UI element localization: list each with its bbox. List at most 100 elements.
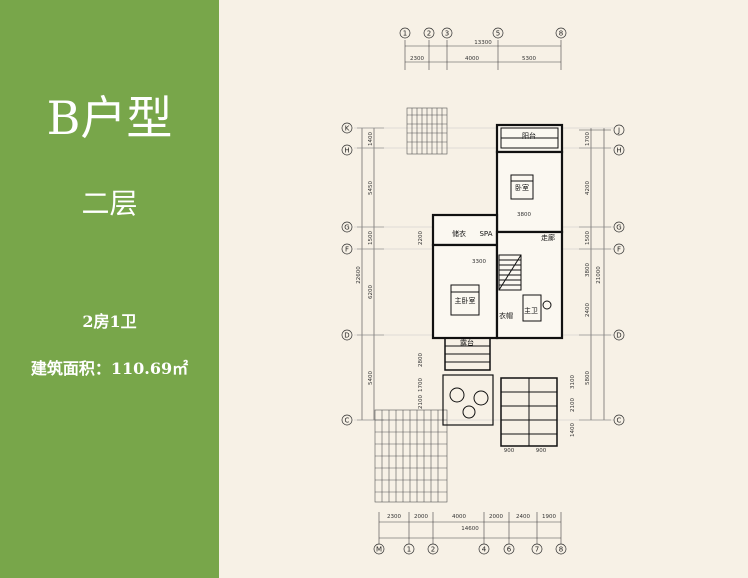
svg-text:8: 8 <box>559 30 563 38</box>
svg-text:4: 4 <box>482 546 487 554</box>
dim-void-height: 2200 <box>418 231 424 245</box>
svg-text:H: H <box>616 147 621 155</box>
dim-stair-a: 2100 <box>570 398 576 412</box>
svg-text:F: F <box>617 246 621 254</box>
dim-right-6: 5800 <box>585 371 591 385</box>
svg-text:G: G <box>616 224 621 232</box>
dim-right-3: 1500 <box>585 231 591 245</box>
axis-right-F: F <box>613 243 625 255</box>
floor-area-unit: ㎡ <box>172 359 189 378</box>
axis-bottom-M: M <box>373 543 385 555</box>
dim-terrace-c: 2100 <box>418 395 424 409</box>
room-bathroom: 主卫 <box>524 306 538 315</box>
svg-text:M: M <box>376 546 382 554</box>
dim-lower-a: 900 <box>504 448 515 454</box>
floor-area: 建筑面积：110.69㎡ <box>0 355 219 379</box>
dim-top-2: 4000 <box>465 56 479 62</box>
svg-text:6: 6 <box>507 546 512 554</box>
axis-bottom-7: 7 <box>531 543 543 555</box>
dim-top-1: 2300 <box>410 56 424 62</box>
dim-right-2: 4200 <box>585 181 591 195</box>
dim-left-5: 5400 <box>368 371 374 385</box>
axis-right-C: C <box>613 414 625 426</box>
room-bedroom: 卧室 <box>515 183 529 192</box>
dim-terrace-d: 3100 <box>570 375 576 389</box>
dim-left-total: 22600 <box>356 266 362 284</box>
axis-bottom-4: 4 <box>478 543 490 555</box>
dim-right-total: 21000 <box>596 266 602 284</box>
svg-text:7: 7 <box>535 546 539 554</box>
axis-left-G: G <box>341 221 353 233</box>
dim-left-1: 1400 <box>368 132 374 146</box>
dim-left-2: 5450 <box>368 181 374 195</box>
dim-bedroom-width: 3800 <box>517 212 531 218</box>
dim-stair-b: 1400 <box>570 423 576 437</box>
dim-bottom-6: 1900 <box>542 514 556 520</box>
svg-text:1: 1 <box>407 546 411 554</box>
unit-type-title: B户型 <box>46 91 173 145</box>
axis-left-K: K <box>341 122 353 134</box>
dim-left-4: 6200 <box>368 285 374 299</box>
room-balcony-top: 阳台 <box>522 131 536 140</box>
dim-bottom-2: 2000 <box>414 514 428 520</box>
axis-top-3: 3 <box>441 27 453 39</box>
svg-text:8: 8 <box>559 546 563 554</box>
svg-text:C: C <box>345 417 350 425</box>
axis-right-D: D <box>613 329 625 341</box>
axis-top-8: 8 <box>555 27 567 39</box>
room-spa: SPA <box>479 230 492 238</box>
svg-text:C: C <box>617 417 622 425</box>
room-count: 2房1卫 <box>82 312 137 331</box>
dim-lower-b: 900 <box>536 448 547 454</box>
svg-text:2: 2 <box>431 546 435 554</box>
axis-bottom-8: 8 <box>555 543 567 555</box>
svg-text:D: D <box>344 332 349 340</box>
dim-bottom-4: 2000 <box>489 514 503 520</box>
svg-text:1: 1 <box>403 30 407 38</box>
room-storage: 储衣 <box>452 229 466 238</box>
floor-label: 二层 <box>81 187 138 220</box>
dim-master-width: 3300 <box>472 259 486 265</box>
room-corridor: 走廊 <box>541 233 555 242</box>
dim-bottom-1: 2300 <box>387 514 401 520</box>
axis-bottom-1: 1 <box>403 543 415 555</box>
dim-right-1: 1700 <box>585 132 591 146</box>
room-balcony-bottom: 露台 <box>460 338 474 347</box>
dim-top-total: 13300 <box>474 40 492 46</box>
axis-left-F: F <box>341 243 353 255</box>
axis-bottom-2: 2 <box>427 543 439 555</box>
axis-left-H: H <box>341 144 353 156</box>
axis-top-2: 2 <box>423 27 435 39</box>
dim-bottom-total: 14600 <box>461 526 479 532</box>
axis-right-H: H <box>613 144 625 156</box>
dim-terrace-b: 1700 <box>418 378 424 392</box>
svg-text:J: J <box>617 127 620 135</box>
axis-top-1: 1 <box>399 27 411 39</box>
dim-left-3: 1500 <box>368 231 374 245</box>
room-master-bedroom: 主卧室 <box>455 296 476 305</box>
floor-plan-drawing: 阳台 卧室 储衣 SPA 走廊 主卧室 衣帽 主卫 露台 13300 2300 … <box>341 27 625 555</box>
svg-text:F: F <box>345 246 349 254</box>
pergola-top <box>406 107 448 155</box>
floor-area-value: 110.69 <box>110 359 173 378</box>
svg-text:K: K <box>345 125 350 133</box>
svg-text:D: D <box>616 332 621 340</box>
floor-area-label: 建筑面积： <box>30 359 111 378</box>
room-wardrobe: 衣帽 <box>499 311 513 320</box>
axis-top-5: 5 <box>492 27 504 39</box>
dim-bottom-5: 2400 <box>516 514 530 520</box>
svg-text:G: G <box>344 224 349 232</box>
axis-right-J: J <box>613 124 625 136</box>
dim-terrace-a: 2800 <box>418 353 424 367</box>
svg-text:5: 5 <box>496 30 500 38</box>
dim-right-4: 3800 <box>585 263 591 277</box>
svg-text:H: H <box>344 147 349 155</box>
pergola-bottom <box>374 409 448 503</box>
dim-right-5: 2400 <box>585 303 591 317</box>
sidebar-panel: B户型 二层 2房1卫 建筑面积：110.69㎡ <box>0 0 219 578</box>
dim-bottom-3: 4000 <box>452 514 466 520</box>
axis-left-C: C <box>341 414 353 426</box>
axis-right-G: G <box>613 221 625 233</box>
svg-text:2: 2 <box>427 30 431 38</box>
axis-left-D: D <box>341 329 353 341</box>
